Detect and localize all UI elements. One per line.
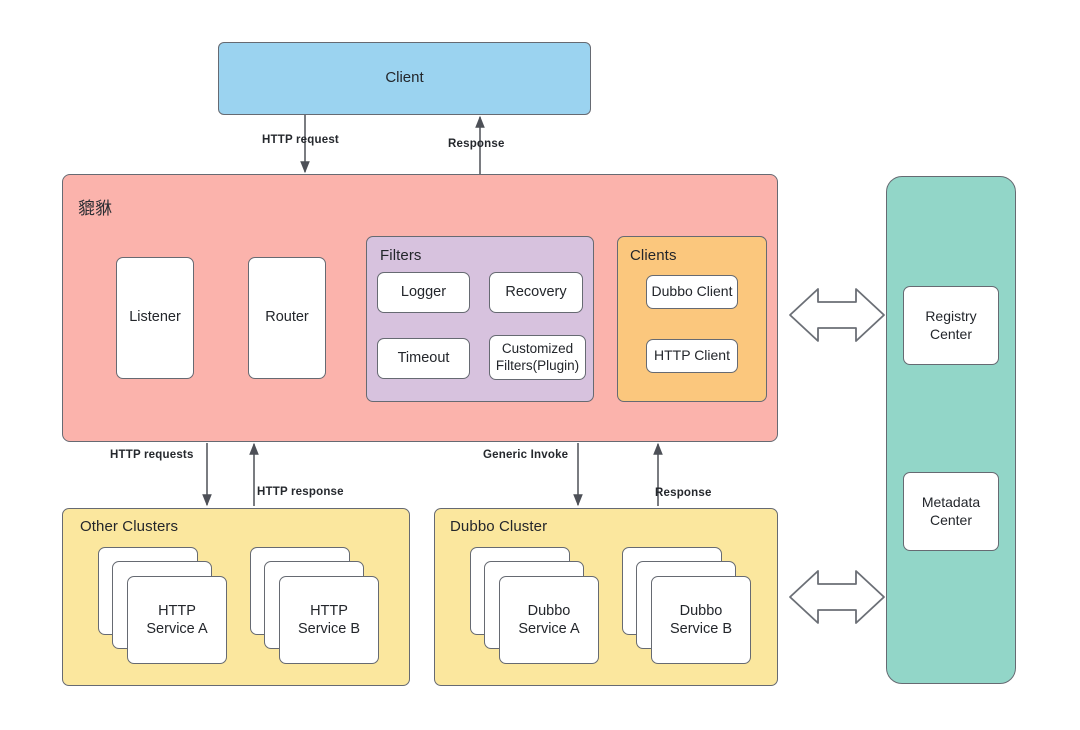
service-line1: HTTP: [158, 602, 196, 619]
metadata-center-line2: Center: [929, 511, 973, 528]
http-client-node[interactable]: HTTP Client: [646, 339, 738, 373]
service-line1: Dubbo: [679, 602, 723, 619]
edge-label-http-requests: HTTP requests: [110, 449, 194, 461]
filter-customized-plugin[interactable]: Customized Filters(Plugin): [489, 335, 586, 380]
registry-center-line1: Registry: [925, 308, 977, 325]
registry-panel-container: [886, 176, 1016, 684]
clients-container: [617, 236, 767, 402]
router-node[interactable]: Router: [248, 257, 326, 379]
double-arrow-dubbo-registry: [789, 570, 885, 624]
metadata-center-line1: Metadata: [921, 494, 981, 511]
filter-logger[interactable]: Logger: [377, 272, 470, 313]
service-line2: Service B: [297, 621, 361, 637]
filter-timeout[interactable]: Timeout: [377, 338, 470, 379]
dubbo-client-node[interactable]: Dubbo Client: [646, 275, 738, 309]
gateway-title: 貔貅: [78, 199, 113, 218]
filters-title: Filters: [380, 247, 422, 264]
http-service-a-node[interactable]: HTTP Service A: [127, 576, 227, 664]
metadata-center-node[interactable]: Metadata Center: [903, 472, 999, 551]
service-line2: Service A: [518, 621, 580, 637]
client-node[interactable]: Client: [218, 42, 591, 115]
service-line1: Dubbo: [527, 602, 571, 619]
filter-recovery[interactable]: Recovery: [489, 272, 583, 313]
double-arrow-gateway-registry: [789, 288, 885, 342]
edge-label-http-response: HTTP response: [257, 486, 344, 498]
service-line2: Service A: [146, 621, 208, 637]
edge-label-generic-invoke: Generic Invoke: [483, 449, 569, 461]
edge-label-response-top: Response: [448, 138, 505, 150]
edge-label-http-request: HTTP request: [262, 134, 339, 146]
registry-center-node[interactable]: Registry Center: [903, 286, 999, 365]
registry-center-line2: Center: [929, 325, 972, 342]
listener-node[interactable]: Listener: [116, 257, 194, 379]
service-line2: Service B: [669, 621, 733, 637]
service-line1: HTTP: [310, 602, 348, 619]
other-clusters-title: Other Clusters: [80, 518, 179, 535]
edge-label-response-bottom: Response: [655, 487, 712, 499]
dubbo-service-a-node[interactable]: Dubbo Service A: [499, 576, 599, 664]
dubbo-service-b-node[interactable]: Dubbo Service B: [651, 576, 751, 664]
dubbo-cluster-title: Dubbo Cluster: [450, 518, 548, 535]
clients-title: Clients: [630, 247, 677, 264]
http-service-b-node[interactable]: HTTP Service B: [279, 576, 379, 664]
